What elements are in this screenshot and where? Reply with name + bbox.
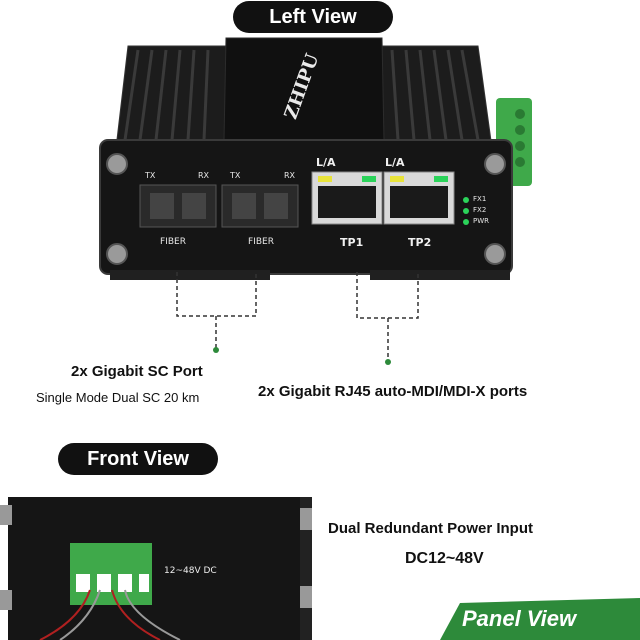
screw [484,153,506,175]
sc-callout-line [176,272,257,317]
led-fx2-label: FX2 [473,206,487,214]
rj45-callout-line [356,272,419,319]
led-fx1-label: FX1 [473,195,487,203]
led-pwr-label: PWR [473,217,490,225]
power-input-voltage: DC12~48V [405,550,484,567]
sc-port-title: 2x Gigabit SC Port [71,363,203,380]
screw [106,243,128,265]
sc2-rx-label: RX [284,171,296,180]
sc1-tx-label: TX [145,171,156,180]
sc-port-subtitle: Single Mode Dual SC 20 km [36,390,200,405]
led-fx1 [463,197,469,203]
front-terminal-block [70,543,152,605]
panel-view-banner [440,598,640,640]
screw [106,153,128,175]
tp1-la-label: L/A [316,156,336,169]
panel-view-title: Panel View [462,606,577,631]
left-view-title: Left View [233,1,393,33]
sc-port-2 [221,184,299,228]
rj45-port-1 [311,171,383,225]
sc2-tx-label: TX [230,171,241,180]
tp2-label: TP2 [408,236,432,249]
front-view-title: Front View [58,443,218,475]
tp2-la-label: L/A [385,156,405,169]
led-pwr [463,219,469,225]
front-view-device [8,497,300,640]
sc-port-1 [139,184,217,228]
sc2-fiber-label: FIBER [248,237,274,247]
tp1-label: TP1 [340,236,364,249]
sc1-fiber-label: FIBER [160,237,186,247]
rj45-port-title: 2x Gigabit RJ45 auto-MDI/MDI-X ports [258,383,528,400]
sc1-rx-label: RX [198,171,210,180]
rj45-port-2 [383,171,455,225]
led-fx2 [463,208,469,214]
power-input-title: Dual Redundant Power Input [328,520,533,537]
screw [484,243,506,265]
terminal-voltage-label: 12~48V DC [164,566,217,576]
